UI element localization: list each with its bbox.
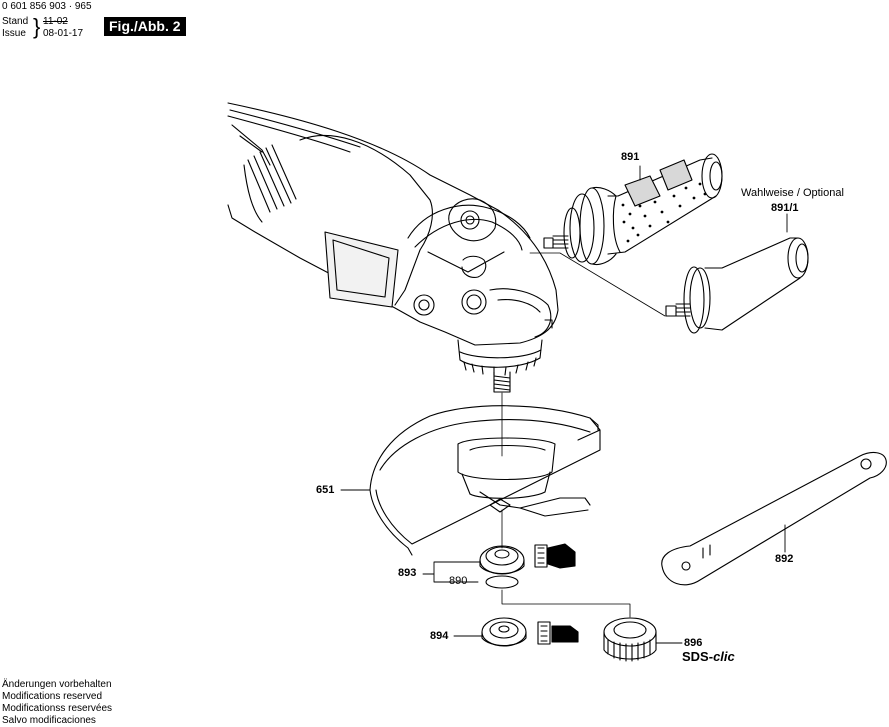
auxiliary-handle-891-1 <box>665 237 809 334</box>
label-sds-clic: SDS-clic <box>682 649 735 664</box>
label-891: 891 <box>621 151 640 163</box>
clamping-nut-894 <box>481 617 527 647</box>
handle-grip-dots <box>621 182 707 243</box>
label-894: 894 <box>430 630 449 642</box>
footer-line-en: Modifications reserved <box>2 691 103 702</box>
footer-line-fr: Modificationss reservées <box>2 703 113 714</box>
footer-disclaimer: Änderungen vorbehalten Modifications res… <box>2 679 112 727</box>
footer-line-de: Änderungen vorbehalten <box>2 679 112 690</box>
handle-mount-line <box>529 252 666 317</box>
sds-clic-nut-896 <box>603 617 657 662</box>
issue-date: 08-01-17 <box>43 28 84 39</box>
flange-orientation-icon-bottom <box>537 621 579 645</box>
two-pin-spanner-892 <box>661 451 887 586</box>
brace-icon: } <box>33 14 41 39</box>
issue-label: Issue <box>2 28 26 39</box>
sds-suffix: clic <box>713 649 735 664</box>
label-893: 893 <box>398 567 417 579</box>
footer-line-es: Salvo modificaciones <box>2 715 96 726</box>
wheel-guard-651 <box>369 405 601 556</box>
flange-orientation-icon-top <box>534 543 576 569</box>
label-optional-note: Wahlweise / Optional <box>741 187 844 199</box>
label-890: 890 <box>449 575 468 587</box>
label-891-1: 891/1 <box>771 202 799 214</box>
sds-prefix: SDS- <box>682 649 714 664</box>
leader-893-890 <box>422 561 481 583</box>
auxiliary-handle-891 <box>543 153 723 266</box>
figure-badge: Fig./Abb. 2 <box>104 17 186 36</box>
stand-label: Stand <box>2 16 29 27</box>
grinder-body <box>227 102 559 393</box>
label-896: 896 <box>684 637 703 649</box>
o-ring-890 <box>485 575 519 589</box>
mounting-flange-893 <box>479 545 525 575</box>
stand-date-old: 11-02 <box>43 16 68 27</box>
label-892: 892 <box>775 553 794 565</box>
label-651: 651 <box>316 484 335 496</box>
axis-line-lower <box>501 589 631 618</box>
part-number-range: 0 601 856 903 · 965 <box>2 1 92 12</box>
